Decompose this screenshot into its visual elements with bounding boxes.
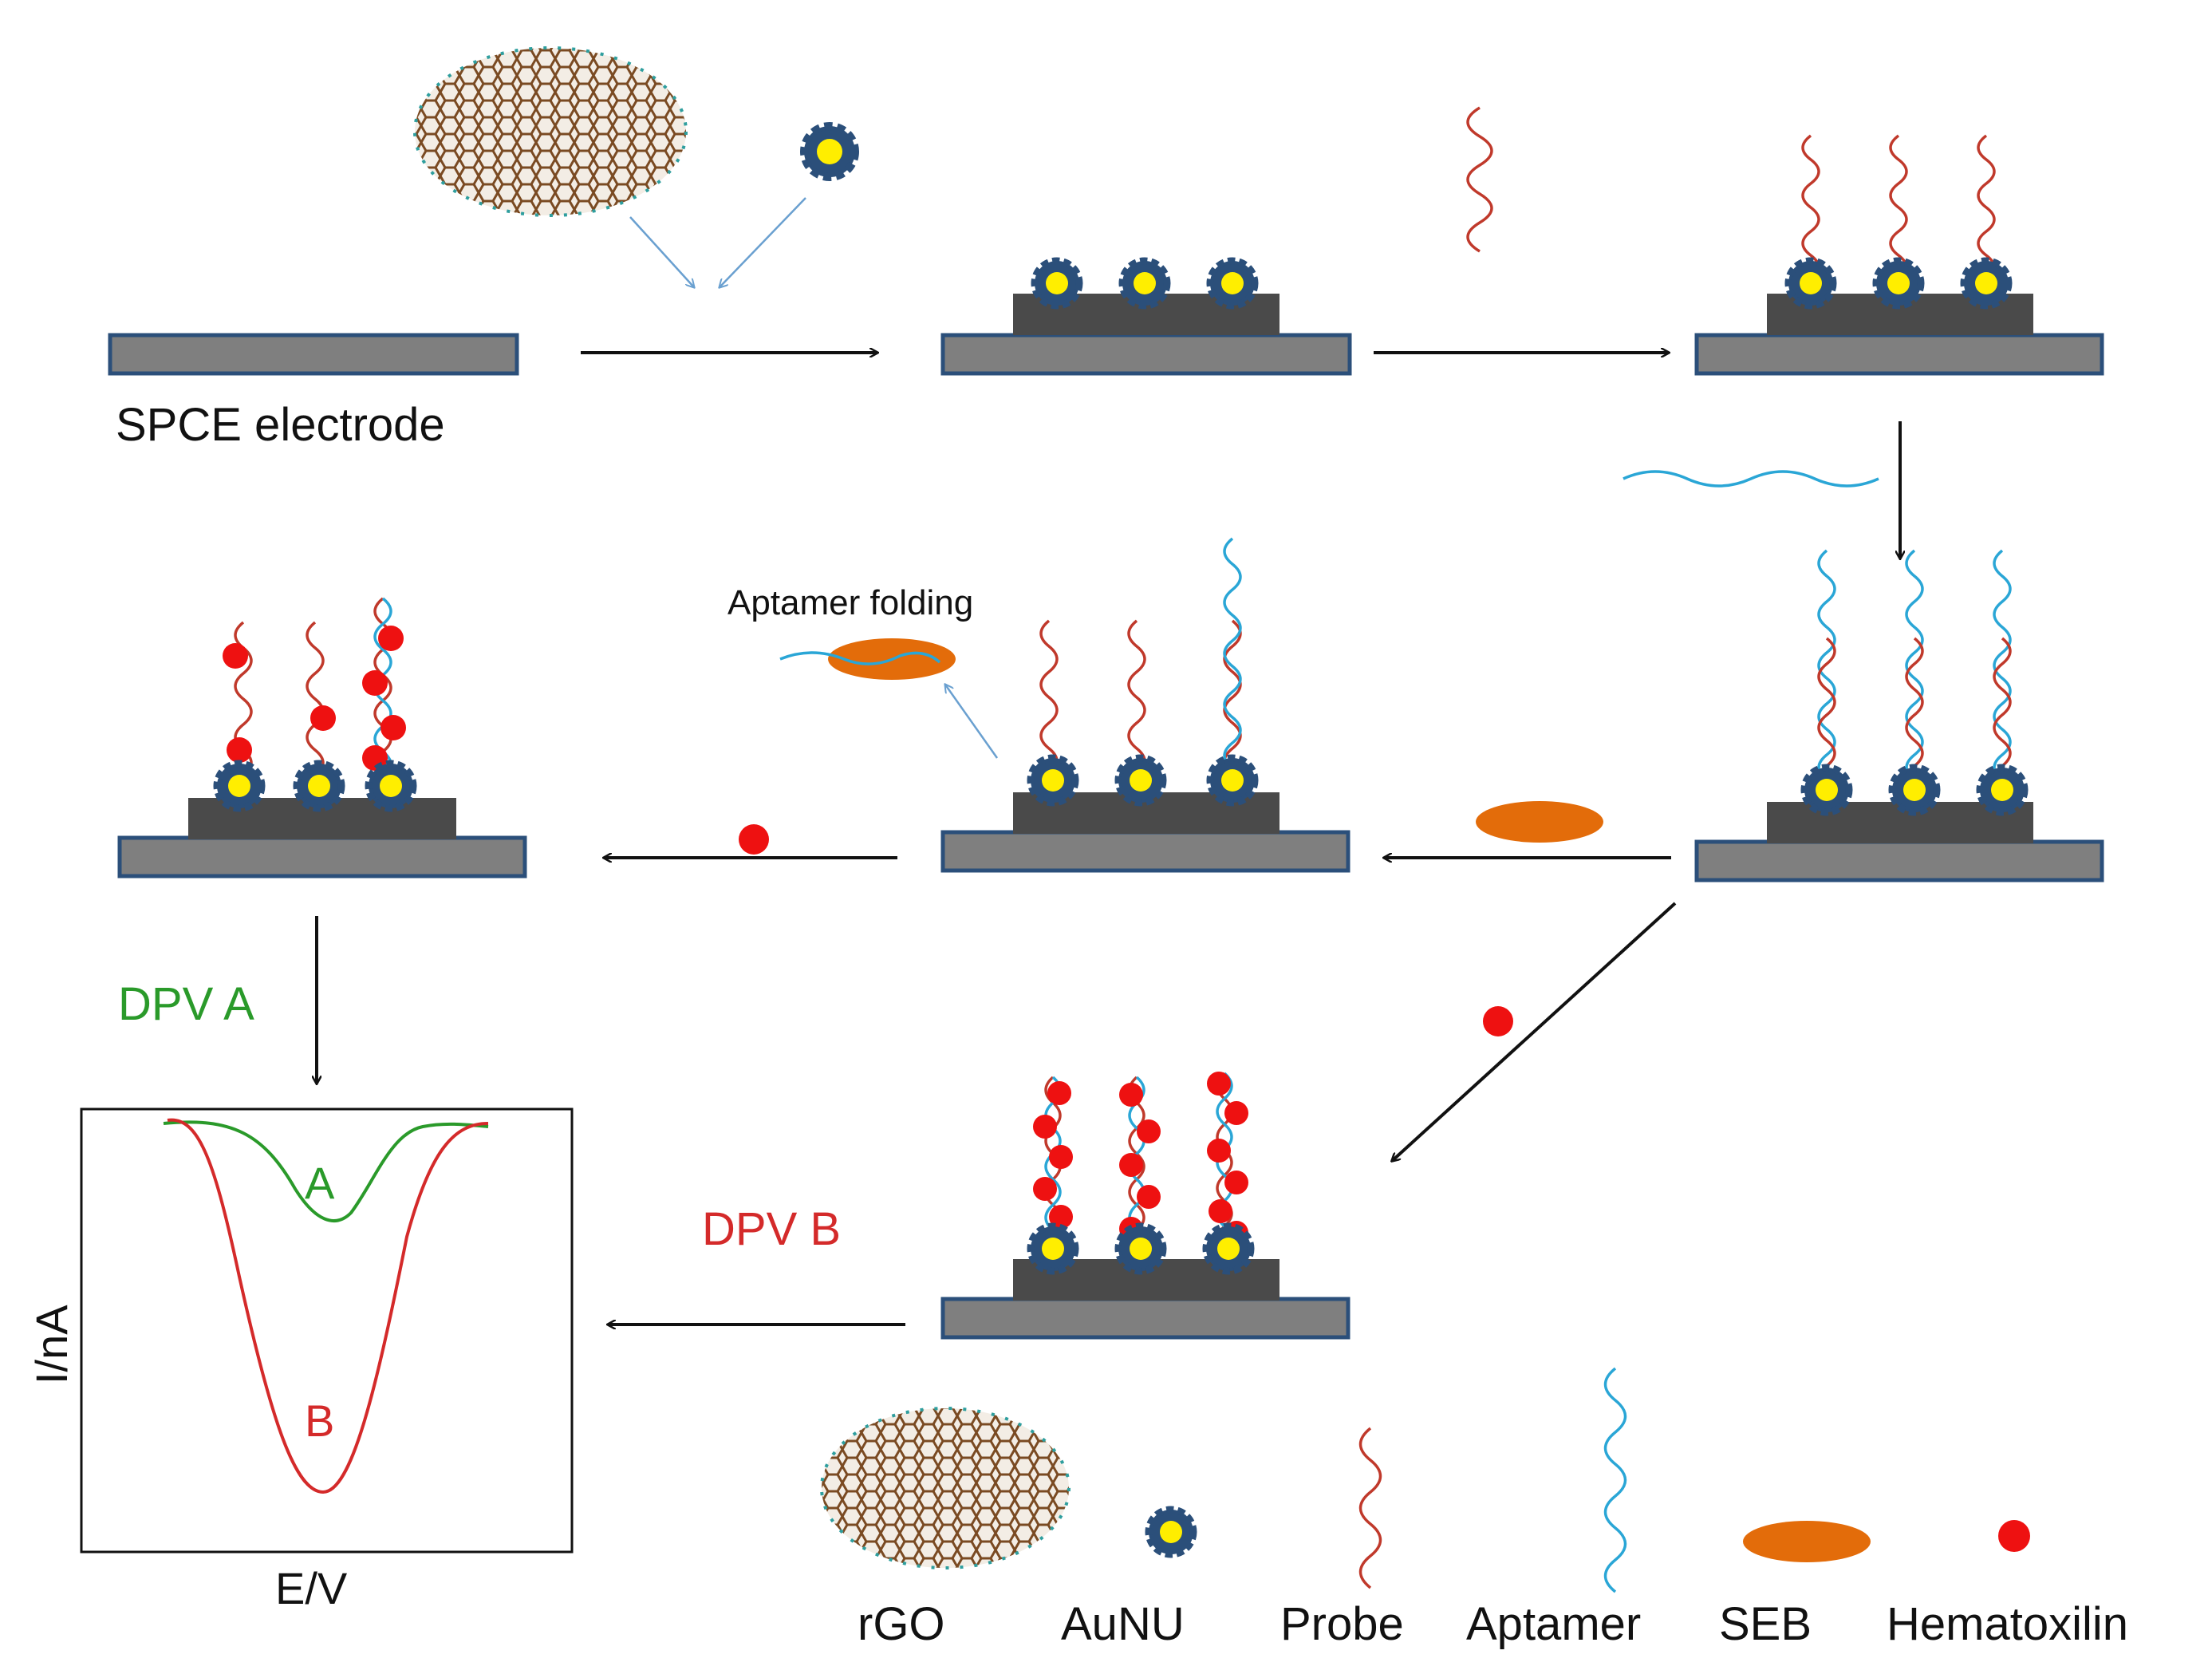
folding-arrow [945, 685, 999, 759]
aunu-icon-top [800, 122, 859, 181]
electrode-step4 [1694, 839, 2104, 882]
legend-seb-icon [1743, 1521, 1871, 1562]
legend-label-rgo: rGO [858, 1598, 945, 1650]
aunu-row-step6 [213, 760, 417, 812]
hematoxilin-dot-b [1483, 1006, 1513, 1036]
legend-hematoxilin-icon [1998, 1520, 2030, 1552]
rgo-arrow [629, 216, 694, 287]
probe-free [1466, 106, 1493, 253]
electrode-step5 [940, 830, 1350, 873]
legend-label-seb: SEB [1719, 1598, 1812, 1650]
dpv-ylabel: I/nA [26, 1305, 77, 1384]
electrode-step2 [940, 333, 1352, 376]
arrow-hematoxilin-b [1392, 902, 1677, 1161]
seb-ellipse [1476, 801, 1603, 843]
legend-label-probe: Probe [1280, 1598, 1404, 1650]
dpv-b-label: DPV B [702, 1203, 841, 1255]
rgo-sheet-top [413, 46, 688, 217]
folded-aptamer-seb [779, 638, 956, 680]
legend-aunu-icon [1145, 1506, 1197, 1558]
aunu-row-step3 [1784, 257, 2013, 310]
electrode-bare [108, 333, 519, 376]
aunu-row-step5 [1027, 754, 1259, 807]
legend-probe-icon [1358, 1427, 1382, 1589]
electrode-step6 [117, 835, 527, 878]
aptamer-free [1623, 470, 1879, 488]
electrode-step3 [1694, 333, 2104, 376]
hematoxilin-dot-a [739, 824, 769, 855]
legend-label-aunu: AuNU [1061, 1598, 1185, 1650]
legend-label-hematoxilin: Hematoxilin [1887, 1598, 2128, 1650]
probes-step5 [1039, 619, 1242, 776]
hematoxilin-dots-step7 [1033, 1072, 1248, 1245]
aunu-row-step7 [1027, 1222, 1255, 1275]
aptamers-step4 [1817, 549, 2012, 782]
legend: rGO AuNU Probe Aptamer SEB Hematoxilin [820, 1367, 2128, 1650]
aunu-row-step4 [1800, 764, 2029, 816]
hematoxilin-dots-step6 [223, 626, 406, 771]
dpv-curve-b-label: B [305, 1396, 334, 1446]
legend-label-aptamer: Aptamer [1466, 1598, 1641, 1650]
dpv-curve-b [167, 1118, 489, 1494]
dpv-xlabel: E/V [275, 1563, 348, 1613]
aunu-row-step2 [1031, 257, 1259, 310]
legend-rgo-icon [820, 1407, 1071, 1569]
dpv-a-label: DPV A [118, 978, 254, 1030]
spce-label: SPCE electrode [116, 399, 445, 451]
legend-aptamer-icon [1603, 1367, 1627, 1593]
dpv-plot: A B [80, 1107, 574, 1554]
dpv-curve-a-label: A [305, 1158, 335, 1208]
probes-step3 [1801, 134, 1996, 281]
aptamer-folding-label: Aptamer folding [727, 583, 973, 622]
electrode-step7 [940, 1297, 1350, 1340]
aunu-arrow [720, 197, 806, 287]
aptamer-step5 [1223, 537, 1242, 770]
dpv-curve-a [163, 1120, 489, 1222]
